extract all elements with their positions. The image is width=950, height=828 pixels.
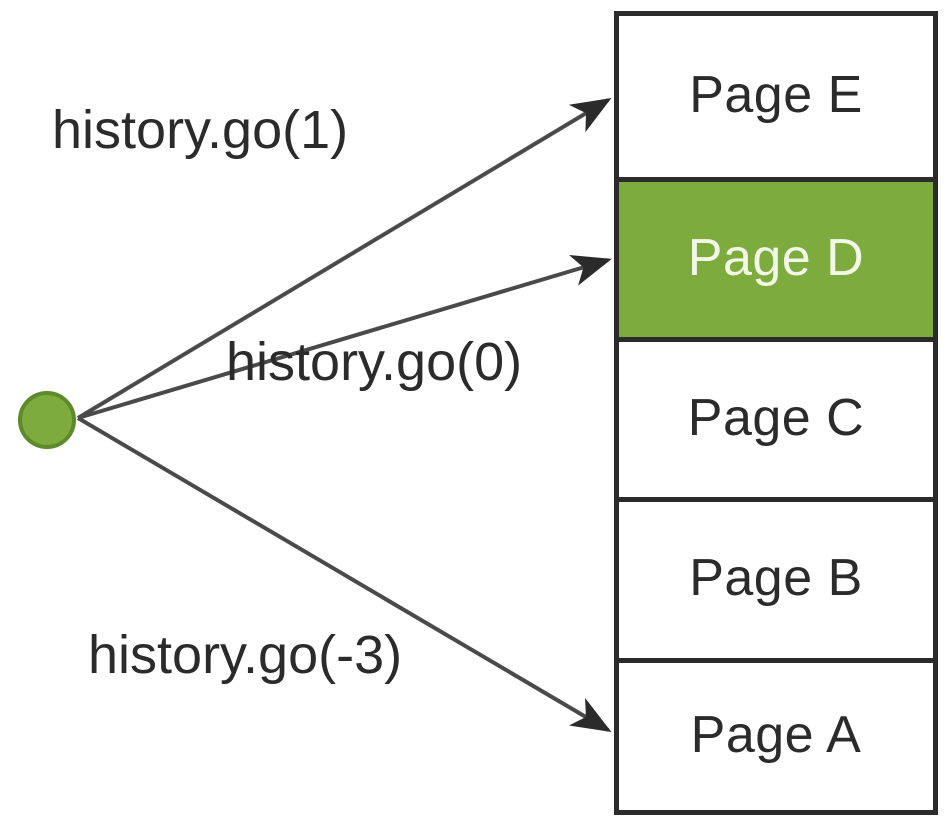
arrow-go-back-3	[76, 416, 612, 733]
history-entry-page-a: Page A	[619, 658, 933, 810]
history-entry-page-e: Page E	[619, 16, 933, 177]
history-entry-page-b: Page B	[619, 497, 933, 658]
current-position-node	[18, 391, 76, 449]
arrow-go-zero	[77, 254, 612, 420]
call-label-go-zero: history.go(0)	[226, 332, 523, 392]
history-entry-label: Page D	[687, 228, 865, 287]
arrow-go-forward-1	[76, 97, 612, 420]
history-entry-label: Page A	[690, 705, 862, 764]
call-label-go-back-3: history.go(-3)	[88, 625, 403, 685]
history-entry-page-d: Page D	[619, 177, 933, 337]
call-label-go-forward-1: history.go(1)	[52, 100, 349, 160]
history-entry-page-c: Page C	[619, 337, 933, 497]
history-stack: Page E Page D Page C Page B Page A	[614, 11, 938, 815]
history-entry-label: Page E	[689, 65, 863, 124]
history-entry-label: Page C	[687, 388, 865, 447]
history-entry-label: Page B	[689, 549, 863, 607]
